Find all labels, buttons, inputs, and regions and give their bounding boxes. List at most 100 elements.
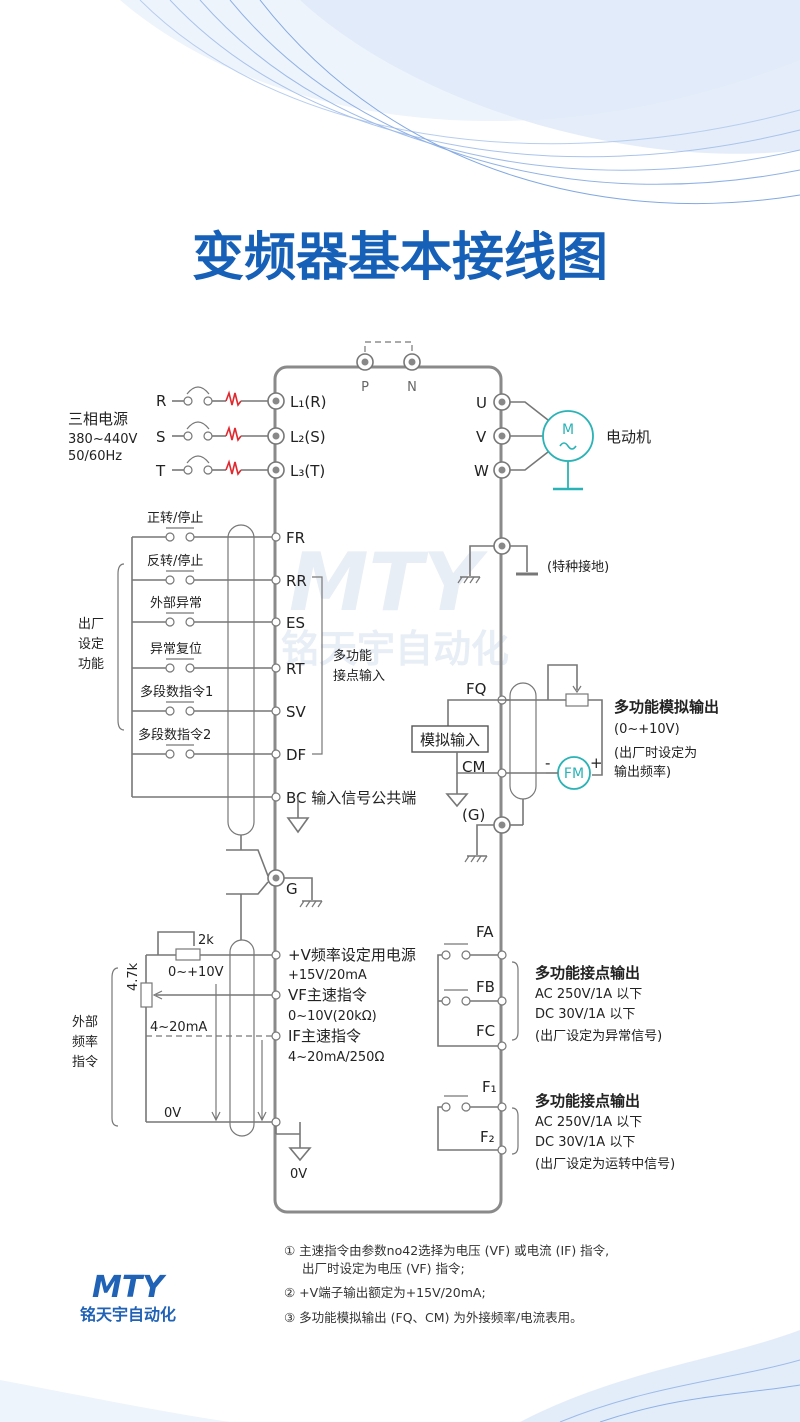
multi-input-1: 多功能: [333, 648, 372, 664]
terminal-df: DF: [286, 746, 306, 764]
analog-input-label: 模拟输入: [420, 731, 480, 749]
terminal-g2: (G): [462, 806, 485, 824]
analog-output-title: 多功能模拟输出: [614, 698, 719, 716]
function-group-2: 设定: [78, 637, 104, 652]
signal-if-spec: 4~20mA/250Ω: [288, 1050, 384, 1065]
power-input: 三相电源 380~440V 50/60Hz R S T L₁(R) L₂(S) …: [68, 386, 327, 480]
brand-mark: MTY: [92, 1270, 167, 1305]
function-switch-row: [132, 527, 281, 542]
switch-multi-speed-1: 多段数指令1: [140, 684, 213, 700]
input-l3: L₃(T): [290, 462, 325, 480]
pot-range: 0~+10V: [168, 965, 224, 980]
signal-vf-spec: 0~10V(20kΩ): [288, 1009, 377, 1024]
contact-1-ac: AC 250V/1A 以下: [535, 987, 642, 1002]
power-label-1: 三相电源: [68, 410, 128, 428]
pot-value: 2k: [198, 933, 214, 948]
bc-common-label: BC 输入信号公共端: [286, 789, 416, 807]
terminal-fa: FA: [476, 923, 494, 941]
note-2: ② +V端子输出额定为+15V/20mA;: [284, 1285, 486, 1300]
terminal-rt: RT: [286, 660, 305, 678]
terminal-g: G: [286, 880, 298, 898]
signal-if-name: IF主速指令: [288, 1027, 361, 1045]
terminal-v: V: [476, 428, 487, 446]
brand-logo: MTY 铭天宇自动化: [80, 1270, 176, 1324]
switch-multi-speed-2: 多段数指令2: [138, 727, 211, 743]
terminal-es: ES: [286, 614, 305, 632]
analog-input-module: [411, 725, 489, 753]
power-label-2: 380~440V: [68, 432, 138, 447]
terminal-rr: RR: [286, 572, 307, 590]
analog-output-note-1: (出厂时设定为: [614, 746, 697, 761]
switch-fault-reset: 异常复位: [150, 642, 202, 657]
input-l1: L₁(R): [290, 393, 327, 411]
multi-input-2: 接点输入: [333, 668, 385, 684]
fm-plus: +: [590, 754, 603, 772]
phase-t: T: [155, 462, 166, 480]
contact-2-ac: AC 250V/1A 以下: [535, 1115, 642, 1130]
external-label-3: 指令: [72, 1055, 98, 1070]
terminal-fc: FC: [476, 1022, 495, 1040]
function-switch-row: [132, 658, 281, 673]
function-group-1: 出厂: [78, 617, 104, 632]
terminal-f1: F₁: [482, 1078, 497, 1096]
fm-minus: -: [545, 754, 550, 772]
contact-1-title: 多功能接点输出: [535, 964, 640, 982]
terminal-u: U: [476, 394, 487, 412]
switch-ext-fault: 外部异常: [150, 596, 202, 611]
brand-name: 铭天宇自动化: [80, 1305, 176, 1324]
external-frequency-command: 外部 频率 指令 2k 0~+10V 4.7k 4~20mA 0V: [72, 894, 416, 1182]
resistor-value: 4.7k: [126, 962, 141, 991]
switch-reverse: 反转/停止: [147, 553, 203, 569]
contact-2-note: (出厂设定为运转中信号): [535, 1157, 675, 1172]
current-label: 4~20mA: [150, 1020, 207, 1035]
phase-s: S: [156, 428, 166, 446]
notes: ① 主速指令由参数no42选择为电压 (VF) 或电流 (IF) 指令, 出厂时…: [284, 1243, 609, 1325]
terminal-fr: FR: [286, 529, 305, 547]
contact-output-2: F₁ F₂ 多功能接点输出 AC 250V/1A 以下 DC 30V/1A 以下…: [437, 1078, 675, 1172]
terminal-fq: FQ: [466, 680, 486, 698]
special-ground-label: (特种接地): [547, 559, 609, 575]
function-group-3: 功能: [78, 657, 104, 672]
motor-m: M: [562, 422, 574, 438]
dc-bus-terminals: P N: [356, 341, 421, 395]
analog-output-range: (0~+10V): [614, 722, 680, 737]
motor-output: U V W M 电动机 (特种接地): [457, 393, 651, 584]
page-title: 变频器基本接线图: [192, 228, 608, 288]
note-1: ① 主速指令由参数no42选择为电压 (VF) 或电流 (IF) 指令,: [284, 1243, 609, 1258]
motor-label: 电动机: [606, 428, 651, 446]
terminal-sv: SV: [286, 703, 307, 721]
fm-label: FM: [564, 766, 584, 782]
terminal-cm: CM: [462, 758, 485, 776]
signal-v-name: +V频率设定用电源: [288, 946, 416, 964]
ground-zero: 0V: [290, 1167, 307, 1182]
input-l2: L₂(S): [290, 428, 326, 446]
function-switch-row: [132, 744, 281, 759]
phase-r: R: [156, 392, 166, 410]
terminal-w: W: [474, 462, 489, 480]
watermark-text: 铭天宇自动化: [281, 627, 509, 671]
contact-2-dc: DC 30V/1A 以下: [535, 1135, 635, 1150]
terminal-n: N: [407, 380, 417, 395]
external-label-1: 外部: [72, 1015, 98, 1030]
signal-vf-name: VF主速指令: [288, 986, 367, 1004]
function-switch-row: [132, 701, 281, 716]
power-label-3: 50/60Hz: [68, 449, 122, 464]
watermark: MTY 铭天宇自动化: [281, 536, 509, 671]
inverter-body: [273, 365, 503, 1214]
external-label-2: 频率: [72, 1034, 98, 1050]
terminal-p: P: [361, 380, 369, 395]
terminal-f2: F₂: [480, 1128, 495, 1146]
switch-forward: 正转/停止: [147, 510, 203, 526]
note-1-cont: 出厂时设定为电压 (VF) 指令;: [302, 1261, 465, 1276]
note-3: ③ 多功能模拟输出 (FQ、CM) 为外接频率/电流表用。: [284, 1310, 583, 1325]
analog-output-note-2: 输出频率): [614, 764, 671, 780]
function-switch-row: [132, 612, 281, 627]
function-inputs: 出厂 设定 功能 正转/停止 反转/停止 外部异常 异常复位 多段数指令1 多段…: [78, 510, 416, 908]
function-switch-row: [132, 570, 281, 585]
signal-v-spec: +15V/20mA: [288, 968, 367, 983]
zero-label: 0V: [164, 1106, 181, 1121]
contact-1-note: (出厂设定为异常信号): [535, 1029, 662, 1044]
